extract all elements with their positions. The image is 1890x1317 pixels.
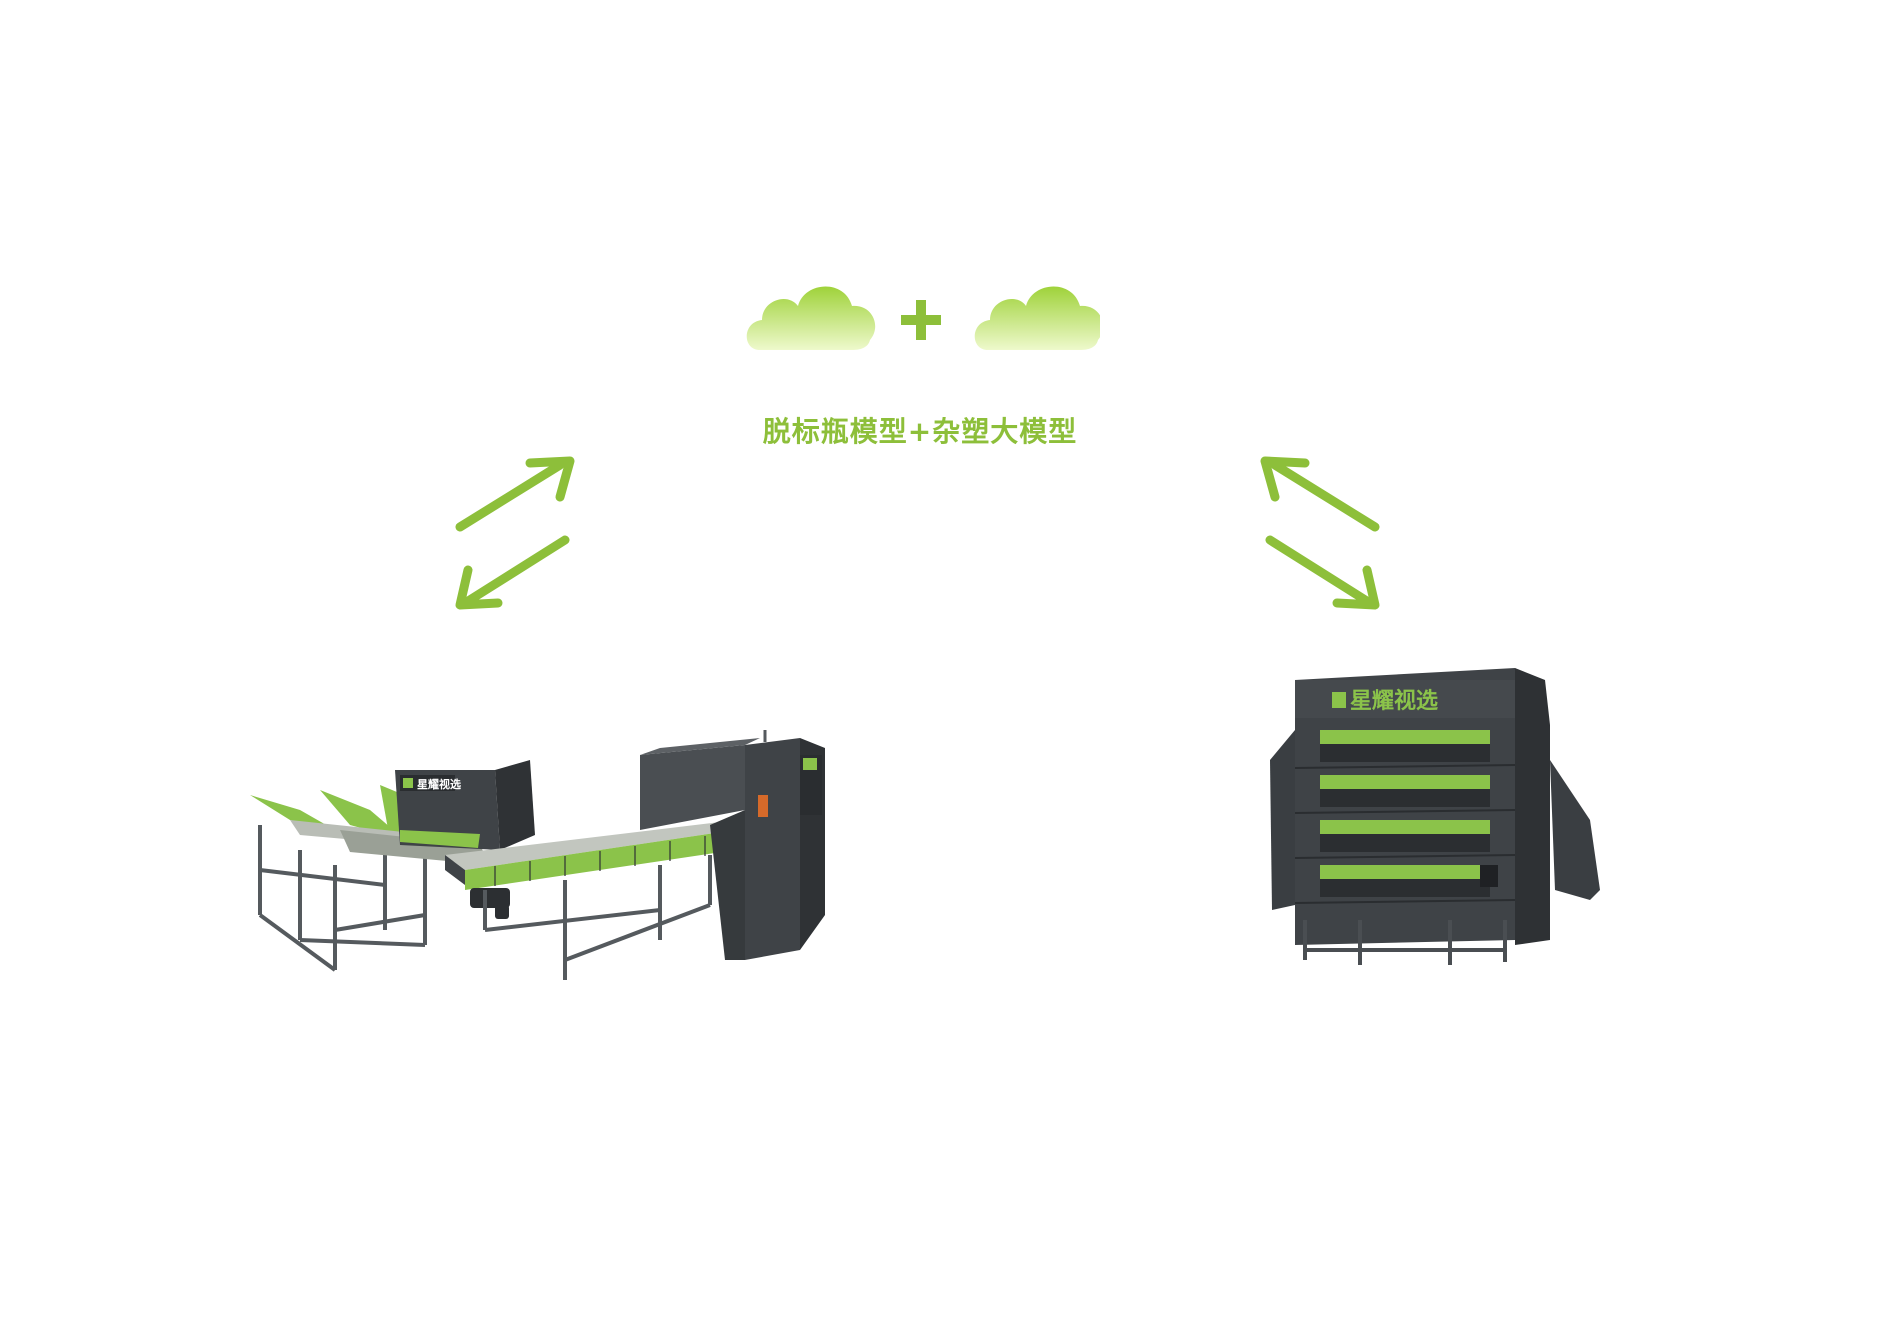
cloud-icon-right	[974, 286, 1100, 350]
tower-layer-1	[1320, 730, 1490, 762]
tower-brand-text: 星耀视选	[1350, 688, 1438, 714]
left-machine: 星耀视选	[240, 730, 840, 990]
model-label: 脱标瓶模型+杂塑大模型	[762, 415, 1078, 448]
bidirectional-arrows-icon-left	[440, 455, 580, 615]
tower-layer-4	[1320, 865, 1490, 897]
plus-icon	[901, 300, 941, 340]
main-conveyor	[445, 822, 735, 919]
cloud-icon-left	[746, 286, 876, 350]
bidirectional-arrows-icon-right	[1255, 455, 1395, 615]
right-sorter-cabinet	[640, 730, 825, 960]
cloud-group	[740, 270, 1100, 360]
tower-layer-2	[1320, 775, 1490, 807]
left-sorter-cabinet: 星耀视选	[395, 760, 535, 850]
left-sorter-brand: 星耀视选	[417, 777, 461, 791]
tower-layer-3	[1320, 820, 1490, 852]
tower-brand: 星耀视选	[1332, 688, 1438, 714]
right-machine: 星耀视选	[1250, 650, 1600, 970]
